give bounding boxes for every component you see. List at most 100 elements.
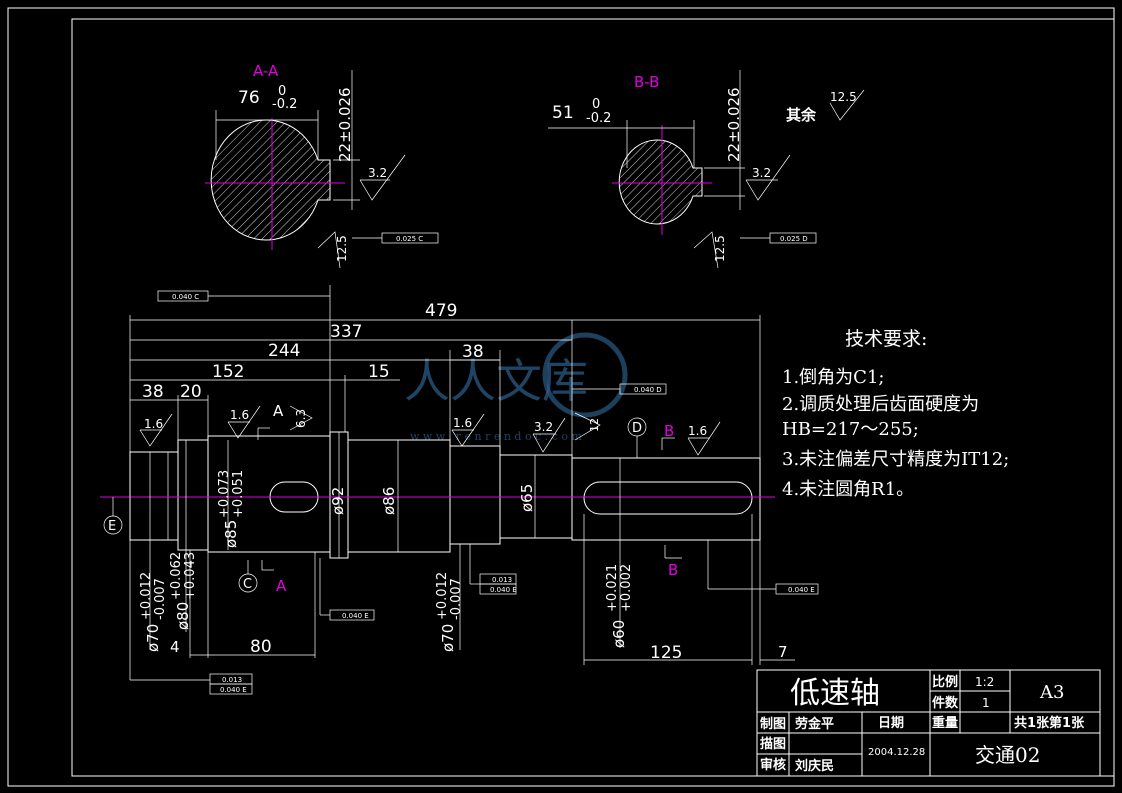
- dim-d70b-lower: -0.007: [449, 578, 464, 620]
- scale-value: 1:2: [975, 675, 994, 689]
- roughness-5: 3.2: [534, 420, 553, 434]
- datums: E C D: [103, 417, 647, 593]
- section-aa-tol-lower: -0.2: [272, 97, 297, 112]
- drawing-number: 交通02: [975, 743, 1040, 767]
- section-aa-tolerance-value: 0.025 C: [396, 235, 423, 243]
- roughness-1: 1.6: [144, 417, 163, 431]
- section-bb-tol-upper: 0: [592, 97, 600, 112]
- checked-label: 审核: [760, 757, 786, 773]
- other-roughness: 其余 12.5: [786, 89, 865, 124]
- tolerance-5: 0.040 E: [788, 586, 815, 594]
- other-roughness-label: 其余: [786, 106, 817, 124]
- date-label: 日期: [878, 716, 904, 731]
- dim-d80-lower: +0.043: [183, 552, 198, 600]
- section-aa-width-value: 76: [238, 88, 260, 108]
- drawn-name: 劳金平: [795, 716, 834, 732]
- dim-152: 152: [212, 362, 244, 382]
- dim-d60: ø60: [610, 620, 628, 648]
- technical-requirements: 技术要求: 1.倒角为C1; 2.调质处理后齿面硬度为 HB=217～255; …: [782, 328, 1009, 500]
- traced-label: 描图: [760, 736, 786, 752]
- section-bb-roughness-key: 3.2: [752, 166, 771, 180]
- tolerance-3: 0.040 E: [342, 612, 369, 620]
- dim-337: 337: [330, 322, 362, 342]
- scale-label: 比例: [932, 674, 958, 690]
- tolerance-4b: 0.040 E: [490, 586, 517, 594]
- tech-item-3: HB=217～255;: [782, 419, 919, 440]
- dim-4: 4: [170, 638, 180, 656]
- sheet-count: 共1张第1张: [1014, 715, 1085, 731]
- dim-244: 244: [268, 341, 300, 361]
- tolerance-frames: 0.040 C 0.040 D 0.040 E 0.013 0.040 E 0.…: [130, 290, 819, 695]
- dim-38b: 38: [462, 342, 484, 362]
- drawn-label: 制图: [760, 716, 786, 732]
- tolerance-6b: 0.040 E: [220, 686, 247, 694]
- datum-c: C: [243, 577, 252, 592]
- dim-d70a-lower: -0.007: [153, 578, 168, 620]
- main-view: 479 337 244 38 152 15 38 20 80 4 125 7 ø…: [100, 285, 819, 695]
- tolerance-6a: 0.013: [222, 676, 242, 684]
- watermark-url: w w w . r e n r e n d o c . c o m: [410, 430, 582, 443]
- other-roughness-symbol: [829, 89, 865, 121]
- watermark-logo: 人人文库: [404, 354, 588, 408]
- dim-d85-upper: +0.073: [217, 470, 232, 518]
- dim-d70a: ø70: [144, 624, 162, 652]
- tolerance-4a: 0.013: [492, 576, 512, 584]
- section-bb-label: B-B: [634, 73, 659, 91]
- checked-name: 刘庆民: [795, 758, 834, 774]
- section-aa-roughness-side: 12.5: [335, 235, 349, 262]
- roughness-symbols: 1.6 1.6 6.3 1.6 3.2 12 1.6: [139, 405, 721, 456]
- roughness-6: 12: [588, 418, 601, 432]
- keyway-right: [583, 481, 753, 515]
- section-aa-roughness-side-symbol: [317, 231, 341, 269]
- section-bb-tol-lower: -0.2: [586, 111, 611, 126]
- roughness-7: 1.6: [688, 424, 707, 438]
- dim-total: 479: [425, 301, 457, 321]
- section-mark-a-bottom: A: [276, 577, 287, 595]
- section-aa-roughness-symbol: [359, 154, 406, 201]
- dim-d60-upper: +0.021: [605, 564, 620, 612]
- section-aa-shape: [210, 119, 331, 241]
- section-aa-key-dim: 22±0.026: [336, 87, 354, 162]
- title-block: 低速轴 比例 1:2 件数 1 A3 制图 劳金平 日期 重量 共1张第1张 描…: [756, 669, 1101, 777]
- dim-d65: ø65: [518, 484, 536, 512]
- dim-d70b-upper: +0.012: [435, 572, 450, 620]
- section-aa-tol-upper: 0: [278, 84, 286, 99]
- section-aa-roughness-key: 3.2: [368, 166, 387, 180]
- section-bb-roughness-symbol: [745, 154, 791, 201]
- section-mark-a-top: A: [273, 402, 284, 420]
- dim-d70a-upper: +0.012: [139, 572, 154, 620]
- datum-d: D: [632, 421, 642, 436]
- weight-label: 重量: [932, 715, 958, 731]
- section-aa-label: A-A: [253, 62, 279, 80]
- dim-d60-lower: +0.002: [619, 564, 634, 612]
- tech-item-1: 1.倒角为C1;: [782, 367, 884, 388]
- dim-d86: ø86: [380, 487, 398, 515]
- dim-38a: 38: [142, 382, 164, 402]
- tech-item-2: 2.调质处理后齿面硬度为: [782, 394, 979, 415]
- datum-e: E: [108, 519, 116, 534]
- count-value: 1: [982, 696, 990, 710]
- section-b-b: B-B 51 0 -0.2 22±0.026 3.2 12.5 0.025 D: [548, 70, 817, 269]
- section-bb-width-value: 51: [552, 103, 574, 123]
- section-mark-b-top: B: [664, 422, 674, 440]
- dim-125: 125: [650, 643, 682, 663]
- section-bb-roughness-side: 12.5: [713, 235, 727, 262]
- section-bb-tolerance-value: 0.025 D: [780, 235, 808, 243]
- watermark: 人人文库 w w w . r e n r e n d o c . c o m: [404, 332, 628, 443]
- dim-20: 20: [180, 382, 202, 402]
- count-label: 件数: [932, 695, 959, 711]
- dim-80: 80: [250, 637, 272, 657]
- tech-title: 技术要求:: [845, 328, 927, 350]
- dim-d80-upper: +0.062: [169, 552, 184, 600]
- sheet-size: A3: [1039, 682, 1064, 703]
- dim-d85: ø85: [222, 520, 240, 548]
- tolerance-2: 0.040 D: [634, 386, 662, 394]
- roughness-3: 6.3: [294, 409, 308, 428]
- section-markers: A A B B: [257, 402, 682, 595]
- tech-item-4: 3.未注偏差尺寸精度为IT12;: [782, 449, 1009, 470]
- section-bb-shape: [618, 139, 703, 225]
- drawing-frame: [71, 18, 1115, 777]
- section-bb-roughness-side-symbol: [693, 231, 719, 269]
- roughness-2: 1.6: [230, 408, 249, 422]
